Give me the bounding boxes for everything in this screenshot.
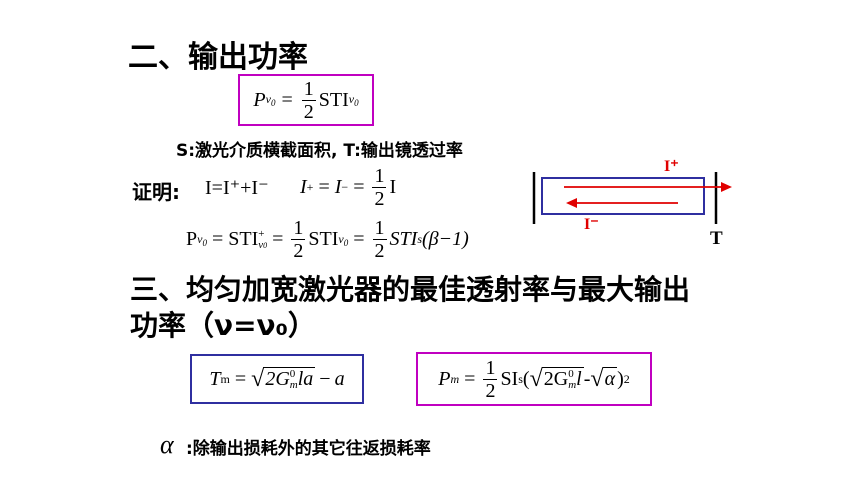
eq3-num2: 1 — [372, 217, 387, 240]
pm-lhs: P — [438, 367, 451, 390]
pm-dash: - — [583, 367, 591, 390]
formula1-eq: = — [281, 88, 293, 111]
formula1-frac-num: 1 — [301, 77, 316, 101]
eq2-num: 1 — [372, 165, 387, 188]
forward-arrow-head — [721, 182, 732, 192]
eq3-sti-sub: ν — [258, 238, 264, 251]
variables-note: S:激光介质横截面积, T:输出镜透过率 — [176, 141, 463, 161]
eq3-den2: 2 — [374, 240, 385, 262]
eq2-a: I — [300, 176, 307, 198]
pm-si-sub: s — [518, 371, 523, 386]
eq3-sti-sub2: 0 — [263, 240, 268, 250]
tm-rad-b: la — [297, 367, 314, 390]
eq3-sti: STI — [228, 228, 259, 250]
eq3-p-sub: ν — [197, 231, 203, 246]
formula1-lhs-sub: ν — [265, 92, 271, 106]
pm-rad1-sub: m — [568, 379, 577, 392]
pm-rad1-a: 2G — [543, 367, 569, 390]
tm-rad-sup: 0 — [289, 368, 296, 381]
eq2-b: I — [334, 176, 342, 198]
tm-minus: − — [319, 367, 331, 390]
section-2-heading: 二、输出功率 — [128, 40, 308, 75]
pm-lhs-sub: m — [450, 371, 460, 386]
alpha-symbol: α — [160, 430, 174, 459]
eq3-sti3-sub: s — [417, 232, 422, 246]
eq2-den: 2 — [374, 188, 385, 210]
eq3-eq1: = — [211, 228, 224, 250]
pm-rad1-sup: 0 — [568, 368, 574, 381]
section-3-heading-line2: 功率（ν=ν₀） — [130, 309, 316, 342]
pm-num: 1 — [483, 356, 498, 380]
tm-rad-a: 2G — [265, 367, 290, 390]
eq3-p-sub2: 0 — [202, 237, 207, 248]
tm-lhs-sub: m — [220, 371, 230, 386]
pm-sqrt2: √α — [590, 366, 618, 392]
pm-power: 2 — [623, 371, 630, 386]
eq3-eq2: = — [272, 228, 284, 250]
pm-rad1-b: l — [576, 367, 582, 390]
alpha-note: :除输出损耗外的其它往返损耗率 — [186, 439, 431, 459]
eq2-eq1: = — [318, 176, 330, 198]
proof-label: 证明: — [132, 180, 180, 204]
eq2-eq2: = — [353, 176, 365, 198]
eq2-c: I — [389, 176, 397, 198]
formula1-rhs: STI — [318, 88, 349, 111]
i-minus-label: I⁻ — [584, 216, 599, 233]
pm-open-paren: ( — [522, 367, 530, 390]
i-plus-label: I⁺ — [664, 158, 679, 175]
tm-lhs: T — [209, 367, 221, 390]
tm-eq: = — [234, 367, 247, 390]
eq3-sti-scripts: +ν0 — [258, 227, 268, 251]
eq3-sti-sup: + — [258, 227, 265, 240]
eq3-sti2-sub: ν — [338, 231, 344, 246]
pm-rad2: α — [602, 367, 618, 390]
eq3-sti2: STI — [308, 228, 339, 250]
backward-arrow-head — [566, 198, 577, 208]
formula1-lhs-sub2: 0 — [270, 98, 276, 108]
formula1-rhs-sub2: 0 — [354, 98, 359, 108]
eq3-tail: (β−1) — [421, 228, 469, 250]
eq2-a-sup: + — [306, 180, 314, 194]
eq3-sti3: STI — [389, 228, 418, 250]
eq3-eq3: = — [353, 228, 365, 250]
tm-rad-sub: m — [289, 379, 298, 392]
pm-close-paren: ) — [617, 367, 624, 390]
pm-si: SI — [500, 367, 519, 390]
formula1-lhs: P — [253, 88, 266, 111]
eq2-b-sup: − — [341, 180, 349, 194]
tm-tail: a — [334, 367, 345, 390]
pm-eq: = — [464, 367, 476, 390]
proof-eq1: I=I⁺+I⁻ — [205, 177, 269, 199]
pm-den: 2 — [485, 379, 496, 402]
eq3-p: P — [186, 228, 198, 250]
eq3-sti2-sub2: 0 — [343, 237, 349, 248]
t-label: T — [710, 228, 723, 249]
resonator-diagram — [532, 172, 732, 224]
gain-medium-box — [541, 177, 705, 215]
formula1-rhs-sub: ν — [348, 92, 355, 106]
eq3-den1: 2 — [293, 240, 304, 262]
section-3-heading-line1: 三、均匀加宽激光器的最佳透射率与最大输出 — [130, 273, 691, 306]
formula1-frac-den: 2 — [303, 100, 314, 123]
eq3-num1: 1 — [291, 217, 306, 240]
